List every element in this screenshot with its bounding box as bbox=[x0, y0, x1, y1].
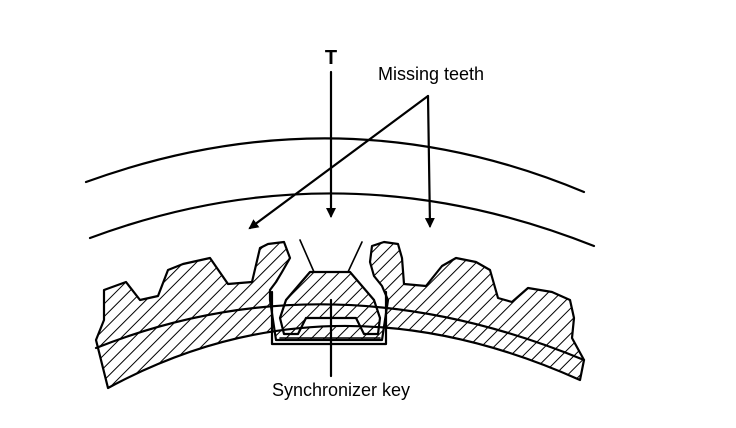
gap-line-left bbox=[299, 239, 315, 273]
missing-teeth-arrow-left bbox=[248, 94, 430, 230]
synchronizer-key-label: Synchronizer key bbox=[272, 380, 410, 400]
middle-arc bbox=[88, 192, 596, 248]
t-marker-label: T bbox=[325, 47, 337, 69]
missing-teeth-arrow-right bbox=[424, 94, 435, 228]
outer-arc bbox=[84, 137, 586, 194]
missing-teeth-label: Missing teeth bbox=[378, 64, 484, 84]
gap-line-right bbox=[347, 241, 363, 273]
key-slot bbox=[270, 290, 388, 346]
gear-ring-hatched bbox=[94, 240, 586, 390]
